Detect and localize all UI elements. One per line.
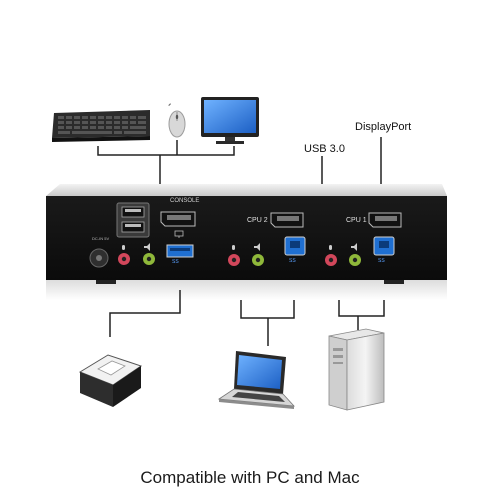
console-usb-a-ports — [116, 202, 150, 238]
cpu2-audio-jack — [252, 243, 264, 266]
dc-in-label: DC-IN 5V — [92, 236, 110, 241]
cpu2-label: CPU 2 — [247, 217, 268, 224]
console-audio-jack — [143, 253, 155, 265]
cpu1-displayport-port — [368, 212, 402, 228]
console-label: CONSOLE — [170, 198, 200, 204]
usb3-ss-logo: SS — [172, 259, 179, 265]
cpu1-usb3-ss-logo: SS — [378, 258, 385, 264]
cpu2-displayport-port — [270, 212, 304, 228]
mic-symbol-icon — [122, 245, 125, 250]
mouse-icon — [168, 103, 186, 138]
console-wiring — [97, 140, 235, 190]
console-usb3-port — [166, 244, 194, 258]
dc-power-jack — [89, 248, 109, 268]
monitor-icon — [201, 97, 259, 144]
keyboard-icon — [52, 110, 150, 142]
laptop-icon — [217, 351, 295, 409]
cpu1-label: CPU 1 — [346, 217, 367, 224]
console-displayport-port — [160, 211, 196, 227]
usb3-label: USB 3.0 — [304, 143, 345, 155]
cpu2-mic-jack — [228, 245, 240, 266]
console-mic-jack — [118, 253, 130, 265]
monitor-symbol-icon — [174, 230, 184, 238]
usb-hub-icon — [78, 354, 143, 407]
cpu1-usb3-b-port — [373, 236, 395, 256]
cpu2-usb3-ss-logo: SS — [289, 258, 296, 264]
compatibility-caption: Compatible with PC and Mac — [140, 468, 360, 487]
speaker-symbol-icon — [144, 243, 150, 251]
displayport-label: DisplayPort — [355, 121, 412, 133]
desktop-tower-icon — [328, 328, 385, 411]
cpu1-mic-jack — [325, 245, 337, 266]
device-wiring — [109, 290, 385, 346]
cpu1-audio-jack — [349, 243, 361, 266]
cpu2-usb3-b-port — [284, 236, 306, 256]
